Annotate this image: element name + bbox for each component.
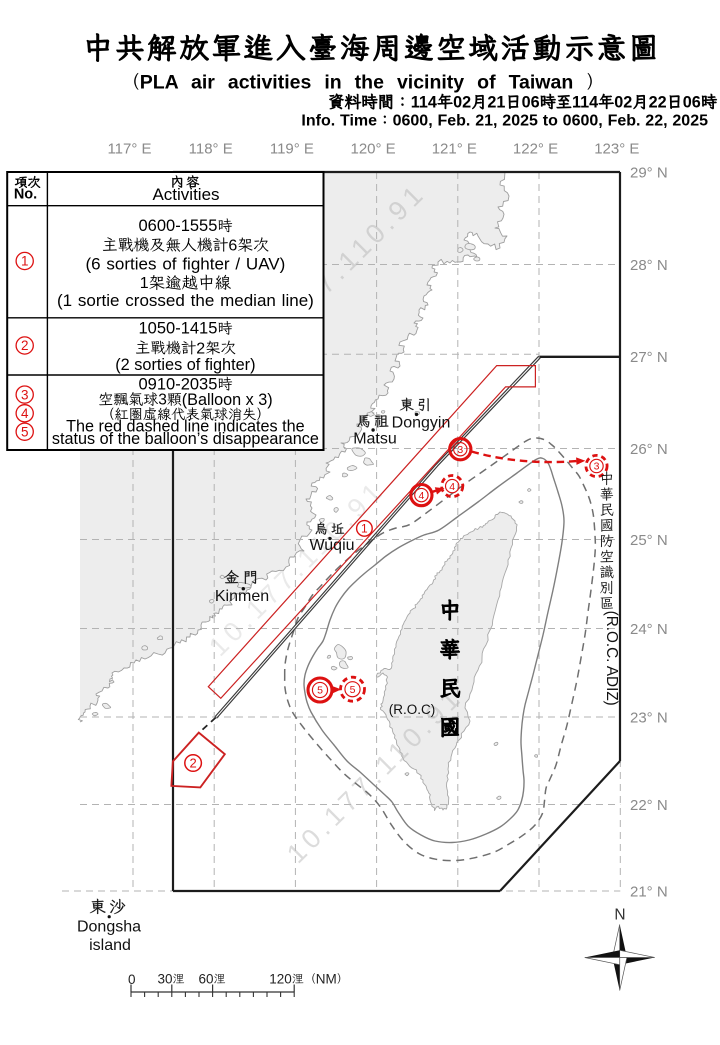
svg-text:(1 sortie crossed the median l: (1 sortie crossed the median line) [57, 291, 314, 310]
svg-text:123° E: 123° E [594, 141, 639, 158]
svg-text:3: 3 [21, 387, 29, 402]
svg-text:Wuqiu: Wuqiu [309, 537, 354, 554]
svg-text:0: 0 [128, 972, 136, 987]
svg-text:4: 4 [418, 490, 424, 502]
svg-text:island: island [89, 937, 131, 954]
svg-text:Info. Time: Info. Time [301, 112, 377, 129]
svg-text:Activities: Activities [152, 185, 219, 204]
svg-text:02: 02 [614, 93, 632, 111]
svg-text:(Balloon x 3): (Balloon x 3) [182, 391, 273, 409]
svg-text:23° N: 23° N [630, 709, 668, 726]
svg-text:06: 06 [522, 93, 540, 111]
svg-text:26° N: 26° N [630, 441, 668, 458]
svg-text:1: 1 [21, 254, 29, 269]
svg-text:2: 2 [21, 338, 29, 353]
svg-text:status of the balloon’s disapp: status of the balloon’s disappearance [52, 430, 319, 448]
svg-text:27° N: 27° N [630, 349, 668, 366]
svg-text:22: 22 [649, 93, 667, 111]
svg-text:2: 2 [189, 756, 196, 771]
svg-text:5: 5 [21, 424, 29, 439]
svg-text:1050-1415: 1050-1415 [139, 320, 218, 338]
svg-text:119° E: 119° E [270, 141, 314, 158]
svg-text:22° N: 22° N [630, 797, 668, 814]
svg-text:5: 5 [317, 685, 323, 697]
svg-text:6: 6 [228, 237, 237, 254]
svg-text:28° N: 28° N [630, 257, 668, 274]
svg-text:121° E: 121° E [432, 141, 477, 158]
svg-text:1: 1 [140, 275, 149, 292]
svg-text:3: 3 [594, 461, 600, 473]
svg-text:0600-1555: 0600-1555 [139, 217, 218, 235]
svg-text:120: 120 [269, 971, 292, 986]
svg-text:(6 sorties of fighter / UAV): (6 sorties of fighter / UAV) [85, 255, 285, 274]
svg-text:3: 3 [457, 444, 463, 456]
svg-text:118° E: 118° E [189, 141, 233, 158]
svg-text:06: 06 [683, 93, 701, 111]
svg-text:N: N [614, 907, 625, 924]
svg-text:0910-2035: 0910-2035 [139, 376, 218, 394]
svg-text:4: 4 [449, 481, 455, 493]
svg-text:No.: No. [14, 187, 37, 203]
svg-text:Matsu: Matsu [353, 431, 397, 448]
svg-text:The red dashed line indicates: The red dashed line indicates the [66, 418, 304, 436]
svg-text:29° N: 29° N [630, 164, 668, 181]
svg-text:(R.O.C. ADIZ): (R.O.C. ADIZ) [603, 611, 620, 706]
svg-text:24° N: 24° N [630, 621, 668, 638]
svg-text:Kinmen: Kinmen [215, 588, 269, 605]
svg-text:0600, Feb. 21, 2025 to 0600, F: 0600, Feb. 21, 2025 to 0600, Feb. 22, 20… [393, 112, 708, 129]
svg-text:21: 21 [487, 93, 505, 111]
svg-text:114: 114 [411, 93, 437, 111]
svg-text:120° E: 120° E [350, 141, 395, 158]
svg-text:25° N: 25° N [630, 532, 668, 549]
svg-text:117° E: 117° E [107, 141, 151, 158]
svg-text:NM: NM [316, 971, 337, 986]
svg-text:21° N: 21° N [630, 883, 668, 900]
svg-text:(2 sorties of fighter): (2 sorties of fighter) [115, 356, 255, 374]
svg-text:30: 30 [158, 971, 173, 986]
svg-text:02: 02 [453, 93, 471, 111]
svg-text:Dongyin: Dongyin [392, 415, 451, 432]
svg-text:60: 60 [199, 971, 214, 986]
svg-text:4: 4 [21, 406, 29, 421]
svg-text:Dongsha: Dongsha [77, 919, 141, 936]
svg-text:5: 5 [350, 684, 356, 696]
svg-text:122° E: 122° E [513, 141, 558, 158]
svg-text:1: 1 [361, 522, 368, 536]
svg-text:114: 114 [572, 93, 598, 111]
svg-text:PLA air activities in the vici: PLA air activities in the vicinity of Ta… [140, 72, 574, 94]
svg-text:2: 2 [196, 340, 205, 357]
svg-text:3: 3 [158, 392, 167, 409]
svg-text:(R.O.C): (R.O.C) [389, 702, 436, 717]
